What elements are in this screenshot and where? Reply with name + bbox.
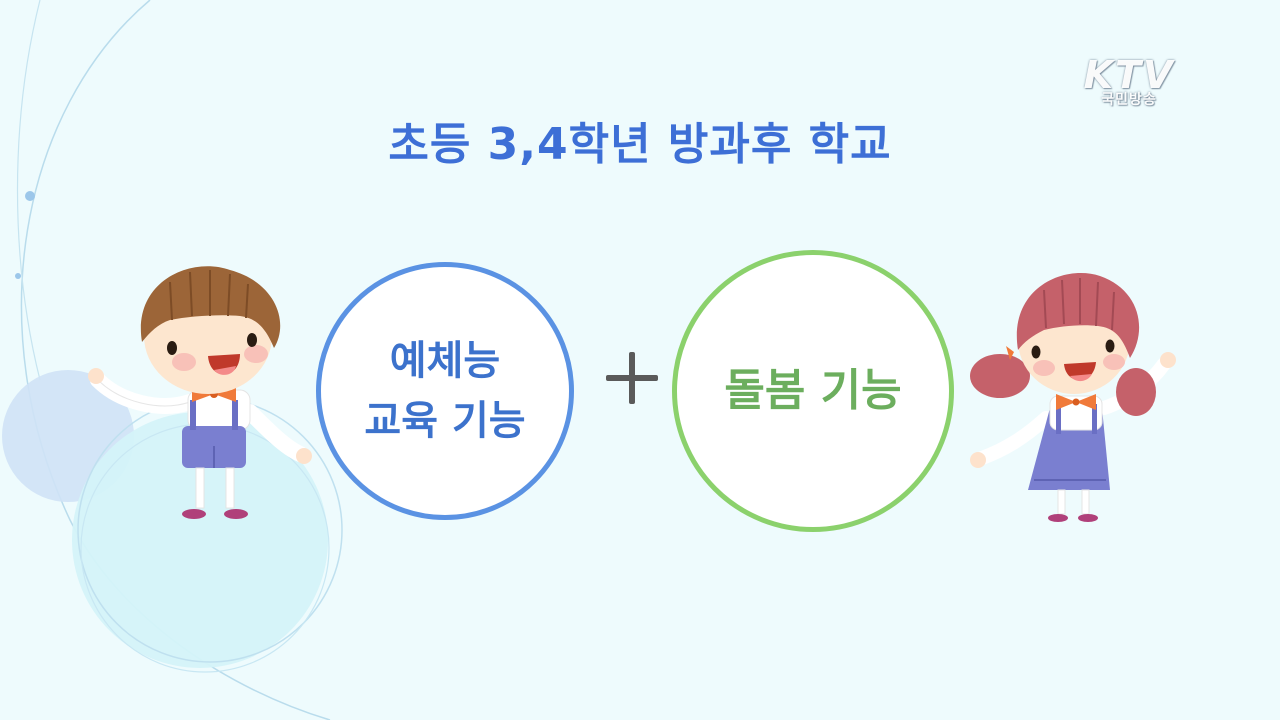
care-function-circle: 돌봄 기능 (672, 250, 954, 532)
logo-text: KTV (1083, 53, 1175, 97)
boy-character-icon (88, 266, 312, 519)
arts-education-line1: 예체능 (389, 338, 501, 384)
plus-icon (606, 352, 658, 404)
girl-character-icon (970, 273, 1176, 522)
slide-title: 초등 3,4학년 방과후 학교 (388, 119, 892, 170)
logo-subtext: 국민방송 (1101, 92, 1157, 108)
arts-education-label: 예체능 교육 기능 (364, 331, 525, 451)
arts-education-line2: 교육 기능 (364, 398, 526, 444)
care-function-label: 돌봄 기능 (724, 365, 902, 416)
ktv-logo: KTV 국민방송 (1068, 53, 1190, 108)
arts-education-circle: 예체능 교육 기능 (316, 262, 574, 520)
